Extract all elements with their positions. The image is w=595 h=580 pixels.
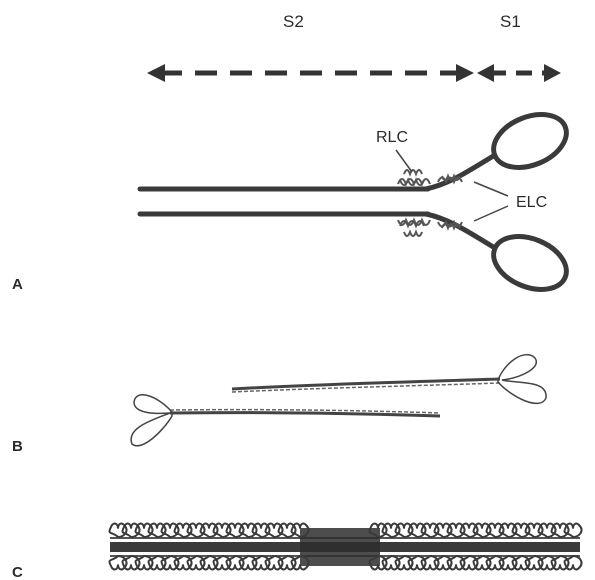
panel-label-c: C <box>12 564 23 580</box>
rlc-upper <box>398 170 430 185</box>
panel-c-thick-filament <box>110 524 582 570</box>
s2-range-arrow <box>147 64 474 82</box>
upper-molecule-head <box>498 355 546 404</box>
panel-label-b: B <box>12 438 23 455</box>
rlc-callout-line <box>396 150 412 172</box>
panel-label-a: A <box>12 276 23 293</box>
s1-label: S1 <box>500 12 521 31</box>
rlc-label: RLC <box>376 129 408 146</box>
panel-b-myosin-pair <box>131 355 546 446</box>
upper-molecule <box>232 355 546 404</box>
lower-molecule <box>131 395 440 446</box>
s1-range-arrow <box>477 64 561 82</box>
panel-a-myosin: RLC ELC <box>140 105 574 300</box>
s2-label: S2 <box>283 12 304 31</box>
upper-head-loop <box>486 105 574 178</box>
elc-callout-line-lower <box>474 206 508 221</box>
elc-callout-line-upper <box>474 182 508 196</box>
lower-head-loop <box>486 227 574 300</box>
lower-molecule-head <box>131 395 172 446</box>
lower-neck <box>426 214 495 248</box>
elc-label: ELC <box>516 194 547 211</box>
upper-neck <box>426 155 495 189</box>
rlc-lower <box>398 220 430 236</box>
